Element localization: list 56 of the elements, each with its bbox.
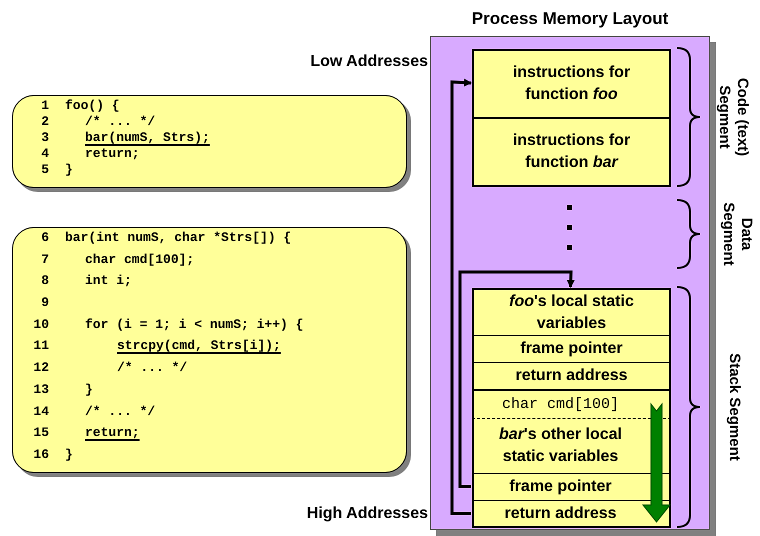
code-line: /* ... */ bbox=[117, 360, 188, 376]
code-line: } bbox=[65, 162, 73, 178]
code-text: char cmd[100] bbox=[502, 396, 620, 414]
line-number: 8 bbox=[40, 273, 49, 290]
connector-arrow bbox=[450, 78, 472, 515]
code-line: } bbox=[65, 446, 73, 463]
stack-cell bbox=[472, 501, 671, 528]
line-number: 3 bbox=[40, 130, 49, 146]
code-line: return; bbox=[85, 146, 140, 162]
stack-cell bbox=[472, 391, 671, 419]
code-line: } bbox=[85, 382, 93, 398]
code-line: return; bbox=[85, 425, 140, 442]
stack-cell bbox=[472, 474, 671, 501]
connector-arrow bbox=[458, 270, 575, 488]
line-number: 12 bbox=[32, 360, 49, 376]
code-segment-cell bbox=[472, 49, 671, 119]
line-number: 7 bbox=[40, 252, 49, 268]
panel-title: Process Memory Layout bbox=[470, 8, 670, 30]
stack-cell bbox=[472, 363, 671, 391]
code-line: /* ... */ bbox=[85, 114, 156, 130]
stack-cell bbox=[472, 419, 671, 474]
cell-text: instructions for function bar bbox=[512, 131, 632, 173]
line-number: 9 bbox=[40, 295, 49, 312]
code-segment-cell bbox=[472, 119, 671, 187]
line-number: 16 bbox=[32, 446, 49, 463]
cell-text: bar's other local static variables bbox=[498, 425, 623, 467]
cell-text: return address bbox=[503, 504, 618, 524]
address-label: High Addresses bbox=[306, 504, 428, 524]
line-number: 2 bbox=[40, 114, 49, 130]
line-number: 15 bbox=[32, 425, 49, 442]
line-number: 1 bbox=[40, 98, 49, 114]
line-number: 6 bbox=[40, 230, 49, 246]
code-line: /* ... */ bbox=[85, 404, 156, 420]
line-number: 13 bbox=[32, 382, 49, 398]
line-number: 4 bbox=[40, 146, 49, 162]
cell-text: return address bbox=[514, 366, 629, 386]
stack-cell bbox=[472, 288, 671, 336]
cell-text: instructions for function foo bbox=[512, 63, 632, 105]
line-number: 5 bbox=[40, 162, 49, 178]
code-line: strcpy(cmd, Strs[i]); bbox=[117, 338, 281, 354]
stack-cell bbox=[472, 336, 671, 363]
cell-text: frame pointer bbox=[508, 477, 613, 497]
cell-text: frame pointer bbox=[519, 339, 624, 359]
code-line: int i; bbox=[85, 273, 132, 290]
code-line: bar(int numS, char *Strs[]) { bbox=[65, 230, 292, 246]
segment-label: Stack Segment bbox=[725, 352, 744, 463]
line-number: 10 bbox=[32, 316, 49, 333]
code-line: foo() { bbox=[65, 98, 120, 114]
code-line: bar(numS, Strs); bbox=[85, 130, 210, 146]
code-line: for (i = 1; i < numS; i++) { bbox=[85, 316, 304, 333]
segment-label: Code (text) Segment bbox=[715, 76, 752, 158]
line-number: 14 bbox=[32, 404, 49, 420]
segment-label: Data Segment bbox=[719, 201, 756, 268]
code-line: char cmd[100]; bbox=[85, 252, 194, 268]
address-label: Low Addresses bbox=[309, 52, 428, 72]
line-number: 11 bbox=[32, 338, 49, 354]
